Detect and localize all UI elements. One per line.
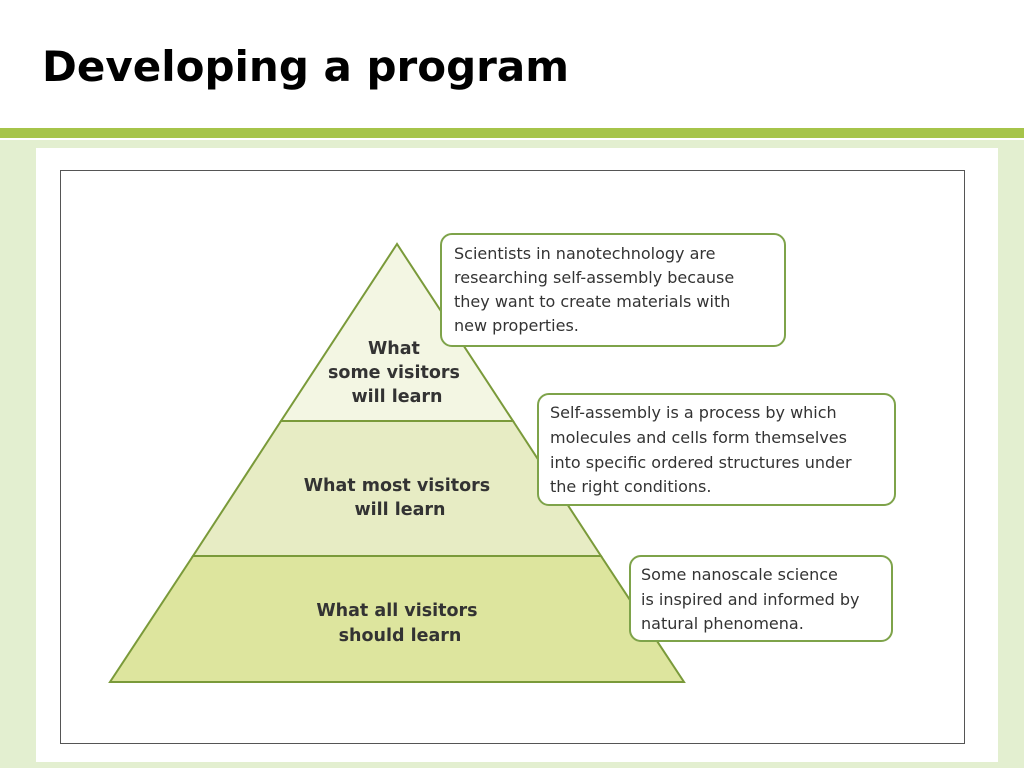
callout-text-top: Scientists in nanotechnology are researc…: [454, 244, 739, 335]
callout-box-middle: [537, 393, 896, 506]
callout-line: the right conditions.: [550, 477, 711, 496]
tier-label-line: will learn: [354, 500, 445, 520]
callout-line: natural phenomena.: [641, 614, 804, 633]
header-accent-rule: [0, 128, 1024, 138]
callout-line: researching self-assembly because: [454, 268, 734, 287]
slide-title: Developing a program: [42, 42, 569, 91]
callout-line: Self-assembly is a process by which: [550, 403, 837, 422]
callout-box-top: [440, 233, 786, 347]
callout-line: into specific ordered structures under: [550, 453, 852, 472]
callout-line: Scientists in nanotechnology are: [454, 244, 715, 263]
tier-label-line: some visitors: [328, 363, 460, 383]
tier-label-line: What most visitors: [304, 476, 490, 496]
tier-label-line: What all visitors: [316, 601, 477, 621]
callout-box-bottom: [629, 555, 893, 642]
callout-line: Some nanoscale science: [641, 565, 838, 584]
callout-text-middle: Self-assembly is a process by which mole…: [550, 403, 857, 496]
tier-label-line: should learn: [339, 626, 462, 646]
tier-label-middle: What most visitors will learn: [304, 476, 497, 520]
tier-label-top: What some visitors will learn: [328, 339, 466, 407]
callout-line: is inspired and informed by: [641, 590, 860, 609]
callout-line: they want to create materials with: [454, 292, 730, 311]
callout-line: new properties.: [454, 316, 579, 335]
callout-text-bottom: Some nanoscale science is inspired and i…: [641, 565, 865, 633]
tier-label-bottom: What all visitors should learn: [316, 601, 483, 646]
tier-label-line: What: [368, 339, 420, 359]
tier-label-line: will learn: [351, 387, 442, 407]
pyramid-tier-bottom: [108, 555, 686, 683]
callout-line: molecules and cells form themselves: [550, 428, 847, 447]
